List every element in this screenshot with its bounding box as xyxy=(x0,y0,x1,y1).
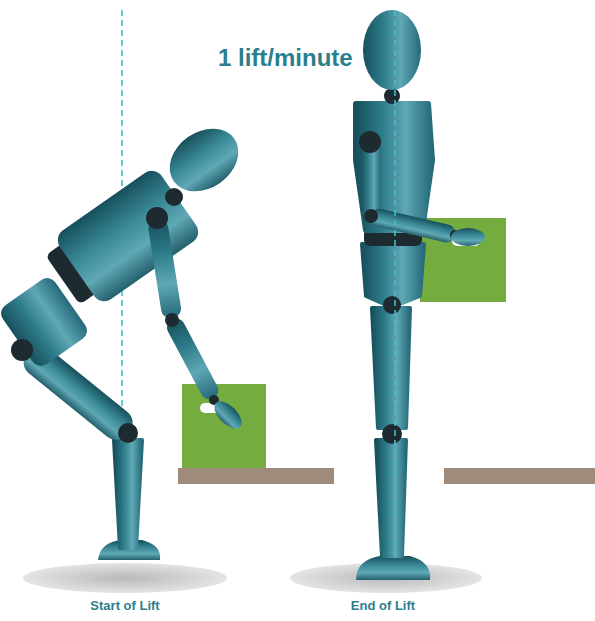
neck-joint xyxy=(384,88,400,104)
balance-line xyxy=(394,10,396,556)
neck-joint xyxy=(165,188,183,206)
phase-caption: Start of Lift xyxy=(90,598,159,613)
pelvis xyxy=(362,244,424,304)
knee-joint xyxy=(118,423,138,443)
elbow-joint xyxy=(364,209,378,223)
hip-joint xyxy=(11,339,33,361)
rate-label: 1 lift/minute xyxy=(218,44,353,72)
foot xyxy=(356,556,430,580)
phase-caption: End of Lift xyxy=(351,598,415,613)
forearm xyxy=(164,316,221,402)
hand xyxy=(451,228,485,246)
shoulder-joint xyxy=(146,207,168,229)
forearm xyxy=(369,207,457,244)
thigh xyxy=(372,308,410,428)
hand xyxy=(210,397,247,434)
chest xyxy=(356,104,432,230)
shoulder-joint xyxy=(359,131,381,153)
head xyxy=(363,10,421,90)
shin xyxy=(376,440,406,556)
lift-box xyxy=(182,384,266,468)
floor-shadow xyxy=(23,563,227,593)
knee-joint xyxy=(382,424,402,444)
elbow-joint xyxy=(165,313,179,327)
hip-joint xyxy=(383,296,401,314)
upper-arm xyxy=(147,218,182,319)
shin xyxy=(114,440,142,548)
shelf xyxy=(178,468,334,484)
head xyxy=(158,116,251,204)
shelf xyxy=(444,468,595,484)
